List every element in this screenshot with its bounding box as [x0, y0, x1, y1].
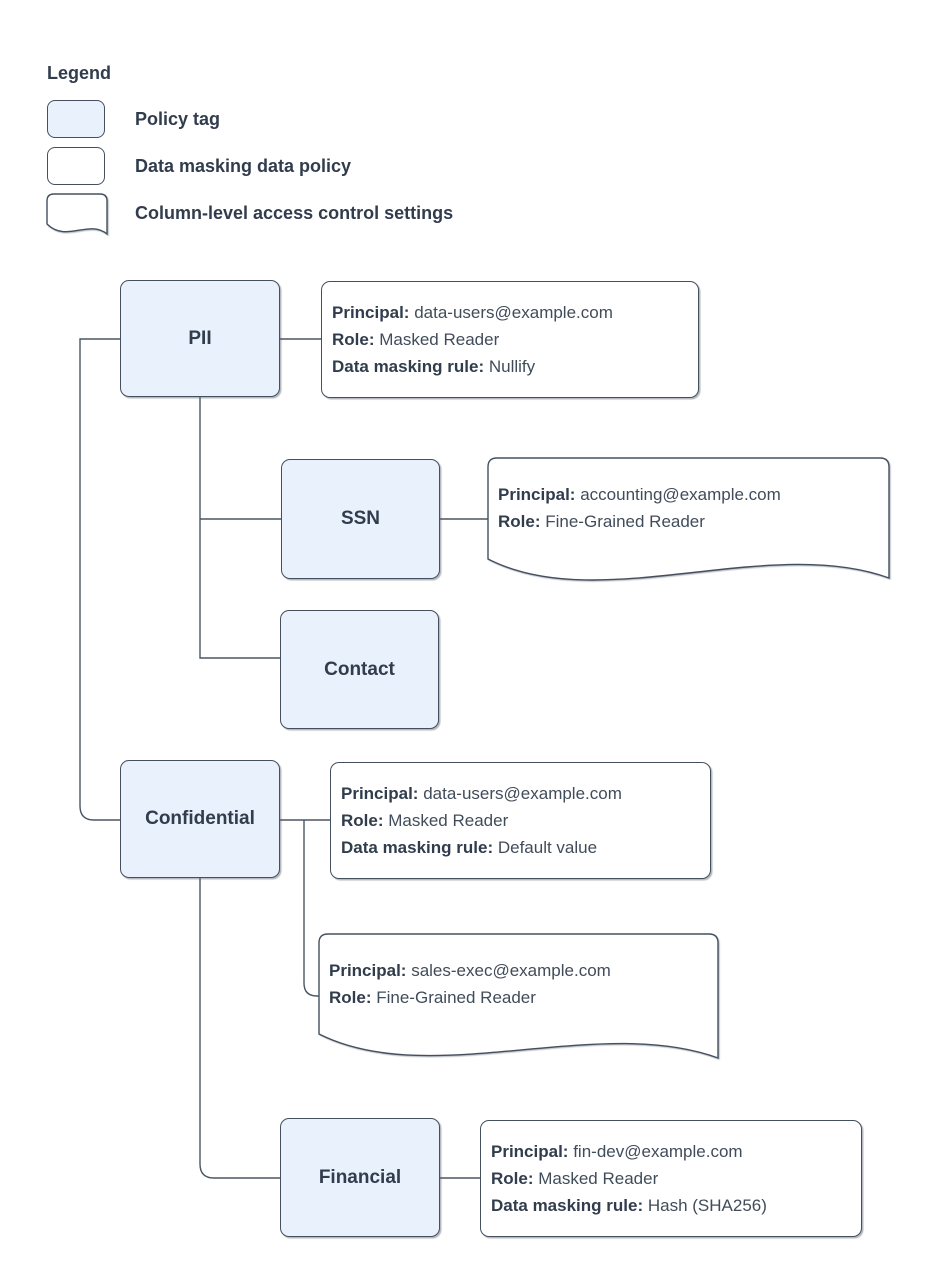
data-policy-pii	[321, 281, 699, 398]
data-policy-confidential	[330, 762, 711, 879]
legend-data-policy-label: Data masking data policy	[135, 156, 352, 176]
policy-tag-confidential: Confidential	[120, 760, 280, 878]
legend-policy-tag-label: Policy tag	[135, 109, 221, 129]
legend-title: Legend	[47, 63, 112, 83]
policy-line: Principal: sales-exec@example.com	[329, 960, 611, 980]
policy-line: Principal: data-users@example.com	[341, 784, 622, 803]
data-policy-confidential-text: Principal: data-users@example.com Role: …	[330, 762, 711, 879]
policy-line: Role: Fine-Grained Reader	[498, 512, 705, 531]
policy-tag-financial-label: Financial	[318, 1166, 402, 1188]
legend-data-policy-swatch	[47, 147, 105, 185]
connector-confidential-to-access-doc	[303, 820, 320, 997]
legend-policy-tag-swatch	[47, 100, 105, 138]
access-control-confidential	[318, 933, 719, 1060]
policy-line: Role: Fine-Grained Reader	[329, 987, 536, 1007]
policy-tag-contact-label: Contact	[324, 658, 395, 680]
policy-line: Role: Masked Reader	[332, 330, 500, 349]
policy-line: Principal: accounting@example.com	[498, 485, 781, 504]
policy-tag-ssn-label: SSN	[340, 508, 381, 529]
policy-line: Role: Masked Reader	[491, 1169, 659, 1188]
policy-tag-ssn: SSN	[281, 459, 440, 579]
policy-tag-contact: Contact	[280, 610, 439, 729]
connector-rail-pii-confidential	[79, 338, 121, 821]
policy-tag-confidential-label: Confidential	[145, 808, 255, 829]
policy-line: Principal: data-users@example.com	[332, 303, 613, 322]
policy-line: Data masking rule: Nullify	[332, 357, 536, 376]
policy-tag-pii-label: PII	[188, 327, 212, 349]
policy-line: Data masking rule: Hash (SHA256)	[491, 1196, 767, 1215]
connector-confidential-to-financial	[199, 877, 281, 1179]
policy-line: Principal: fin-dev@example.com	[491, 1142, 743, 1161]
legend-access-control-label: Column-level access control settings	[135, 203, 454, 223]
data-policy-financial-text: Principal: fin-dev@example.com Role: Mas…	[480, 1120, 862, 1237]
policy-line: Role: Masked Reader	[341, 811, 509, 830]
access-control-ssn	[487, 457, 890, 581]
policy-tag-pii: PII	[120, 280, 280, 397]
data-policy-financial	[480, 1120, 862, 1237]
access-control-confidential-text: Principal: sales-exec@example.com Role: …	[318, 933, 718, 1034]
data-policy-pii-text: Principal: data-users@example.com Role: …	[321, 281, 699, 398]
connector-pii-children-rail	[199, 396, 281, 659]
legend-access-control-swatch	[46, 193, 108, 236]
access-control-ssn-text: Principal: accounting@example.com Role: …	[487, 457, 889, 559]
policy-line: Data masking rule: Default value	[341, 838, 598, 857]
policy-tag-financial: Financial	[280, 1118, 440, 1237]
